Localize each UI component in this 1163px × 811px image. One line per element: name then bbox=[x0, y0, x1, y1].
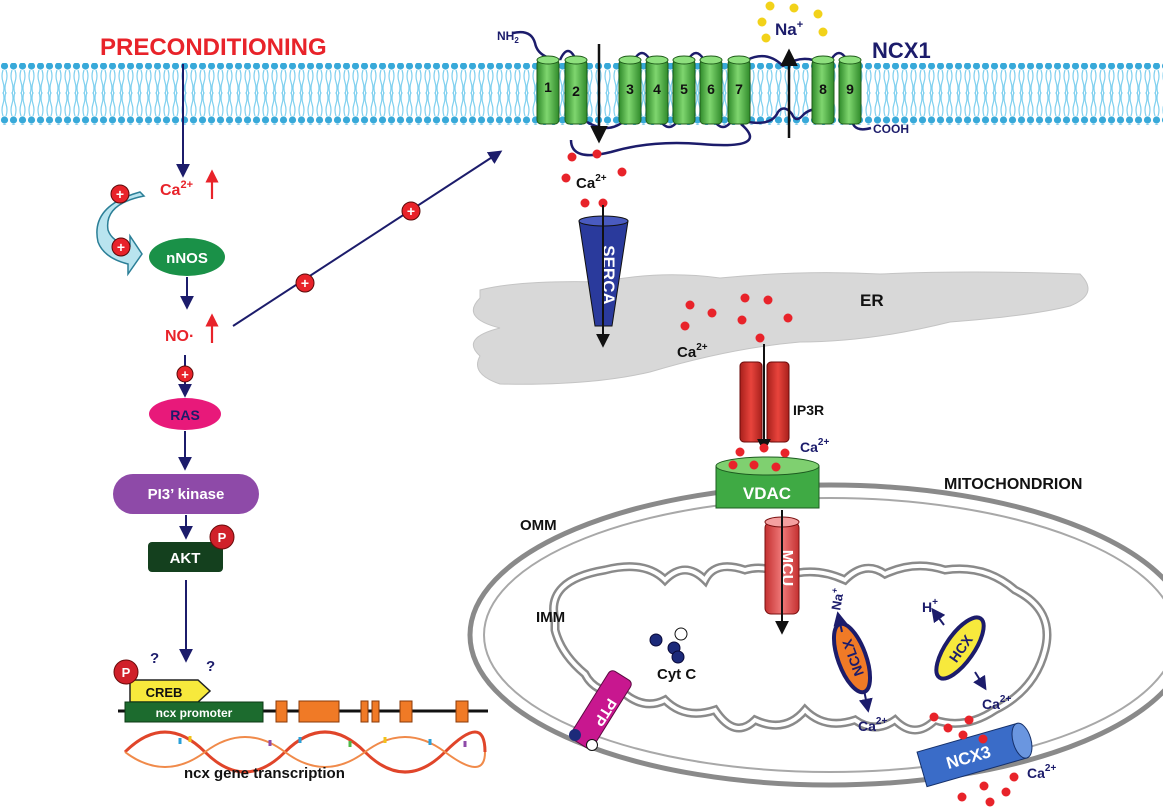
omm-label: OMM bbox=[520, 517, 557, 534]
helix-7 bbox=[727, 55, 751, 125]
nclx-calcium-label: Ca2+ bbox=[858, 716, 887, 734]
helix-3 bbox=[618, 55, 642, 125]
cytochrome-c bbox=[649, 627, 688, 664]
phospho-badge: P bbox=[209, 524, 235, 550]
helix-9 bbox=[838, 55, 862, 125]
mitochondrion-label: MITOCHONDRION bbox=[944, 476, 1082, 493]
calcium-increase-label: Ca2+ bbox=[160, 179, 193, 199]
calcium-ncx3-label: Ca2+ bbox=[1027, 763, 1056, 781]
nclx-sodium-label: Na+ bbox=[826, 587, 847, 612]
imm-label: IMM bbox=[536, 609, 565, 626]
calcium-er-label: Ca2+ bbox=[677, 342, 708, 361]
ptp-pore: PTP bbox=[570, 670, 632, 750]
plus-badge: + bbox=[110, 184, 130, 204]
mrna-transcripts bbox=[123, 730, 487, 774]
svg-text:+: + bbox=[116, 186, 124, 202]
calcium-vdac-label: Ca2+ bbox=[800, 437, 829, 455]
helix-2 bbox=[564, 55, 588, 125]
hcx-proton-arrow bbox=[931, 607, 946, 626]
nclx-na-arrow bbox=[833, 611, 848, 633]
pi3k-node: PI3’ kinase bbox=[113, 474, 259, 514]
svg-text:P: P bbox=[122, 665, 131, 680]
svg-text:AKT: AKT bbox=[170, 550, 201, 567]
ptp-ion bbox=[569, 729, 581, 741]
calcium-ions-outside bbox=[957, 772, 1019, 807]
svg-text:RAS: RAS bbox=[170, 407, 200, 423]
sodium-label: Na+ bbox=[775, 19, 803, 39]
helix-6 bbox=[699, 55, 723, 125]
nnos-node: nNOS bbox=[149, 238, 225, 276]
helix-label-2: 2 bbox=[572, 83, 580, 99]
calcium-ions-er bbox=[680, 293, 793, 343]
creb-node: CREB bbox=[129, 679, 212, 703]
helix-label-3: 3 bbox=[626, 81, 634, 97]
transcription-label: ncx gene transcription bbox=[184, 765, 345, 782]
helix-label-8: 8 bbox=[819, 81, 827, 97]
helix-4 bbox=[645, 55, 669, 125]
ncx-promoter: ncx promoter bbox=[124, 701, 264, 723]
helix-8 bbox=[811, 55, 835, 125]
hcx-proton-label: H+ bbox=[922, 597, 938, 615]
svg-text:MCU: MCU bbox=[778, 550, 795, 586]
svg-text:SERCA: SERCA bbox=[599, 245, 618, 305]
arrow-to-ncx1 bbox=[232, 150, 503, 327]
helix-5 bbox=[672, 55, 696, 125]
svg-text:VDAC: VDAC bbox=[743, 484, 791, 503]
helix-label-4: 4 bbox=[653, 81, 661, 97]
svg-text:P: P bbox=[218, 530, 227, 545]
helix-label-9: 9 bbox=[846, 81, 854, 97]
helix-1 bbox=[536, 55, 560, 125]
hcx-exchanger: HCX bbox=[934, 615, 986, 681]
ip3r-label: IP3R bbox=[793, 402, 824, 418]
exons bbox=[275, 700, 469, 723]
plus-badge: + bbox=[401, 201, 421, 221]
endoplasmic-reticulum bbox=[472, 271, 1089, 385]
akt-node: AKT bbox=[148, 542, 223, 572]
n-terminus-label: NH2 bbox=[497, 29, 519, 45]
plus-badge: + bbox=[295, 273, 315, 293]
er-label: ER bbox=[860, 291, 884, 310]
helix-label-6: 6 bbox=[707, 81, 715, 97]
plus-badge: + bbox=[111, 237, 131, 257]
helix-label-5: 5 bbox=[680, 81, 688, 97]
phospho-badge: P bbox=[113, 659, 139, 685]
vdac-channel: VDAC bbox=[715, 456, 820, 509]
calcium-ions-vdac bbox=[728, 443, 790, 472]
unknown-mark: ? bbox=[150, 650, 159, 667]
svg-text:nNOS: nNOS bbox=[166, 250, 208, 267]
helix-label-7: 7 bbox=[735, 81, 743, 97]
feedback-curved-arrow bbox=[96, 191, 146, 277]
ncx1-helices bbox=[536, 55, 862, 125]
calcium-ions-matrix bbox=[929, 712, 988, 744]
sodium-ions bbox=[757, 1, 828, 43]
hcx-calcium-label: Ca2+ bbox=[982, 694, 1011, 712]
ptp-ion bbox=[586, 739, 598, 751]
no-label: NO· bbox=[165, 328, 194, 345]
c-terminus-label: COOH bbox=[873, 122, 909, 136]
helix-label-1: 1 bbox=[544, 79, 552, 95]
svg-text:+: + bbox=[181, 367, 189, 382]
preconditioning-title: PRECONDITIONING bbox=[100, 34, 327, 61]
hcx-ca-arrow bbox=[973, 671, 987, 691]
svg-text:+: + bbox=[117, 239, 125, 255]
svg-text:PI3’ kinase: PI3’ kinase bbox=[148, 486, 225, 503]
svg-text:CREB: CREB bbox=[146, 685, 183, 700]
helix-numbers: 1 2 3 4 5 6 7 8 9 bbox=[544, 79, 854, 99]
ras-node: RAS bbox=[149, 398, 221, 430]
unknown-mark: ? bbox=[206, 658, 215, 675]
imm-highlight bbox=[551, 563, 1049, 732]
cyt-c-label: Cyt C bbox=[657, 666, 696, 683]
svg-text:ncx promoter: ncx promoter bbox=[156, 706, 233, 720]
svg-text:+: + bbox=[301, 275, 309, 291]
calcium-ions-cytosol bbox=[561, 149, 627, 208]
nclx-ca-arrow bbox=[858, 689, 873, 713]
svg-text:+: + bbox=[407, 203, 415, 219]
calcium-cytosol-label: Ca2+ bbox=[576, 173, 607, 192]
ip3r-channel bbox=[739, 361, 790, 443]
omm-inner-edge bbox=[483, 497, 1163, 773]
ncx1-label: NCX1 bbox=[872, 38, 931, 63]
plus-badge: + bbox=[176, 365, 194, 383]
ncx3-exchanger: NCX3 bbox=[916, 722, 1033, 788]
